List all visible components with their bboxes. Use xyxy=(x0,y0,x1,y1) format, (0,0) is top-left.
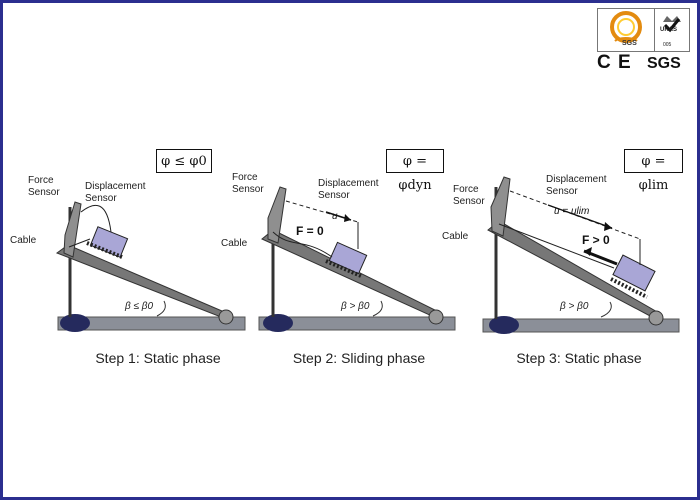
step-3-displacement-label-line1: Displacement xyxy=(546,174,607,185)
step-1-condition: φ ≤ φ0 xyxy=(161,154,207,169)
step-2-force-label-line1: Force xyxy=(232,172,258,183)
ce-mark: C E xyxy=(597,52,632,73)
step-1-base-plate xyxy=(57,316,246,331)
step-3-roller xyxy=(489,316,519,334)
step-2-displacement-label-line2: Sensor xyxy=(318,190,350,201)
step-1-condition-box: φ ≤ φ0 xyxy=(156,149,212,173)
step-2-force-label-line2: Sensor xyxy=(232,184,264,195)
step-3-pivot xyxy=(648,310,664,326)
step-1-displacement-wire xyxy=(80,204,112,233)
step-1-pivot xyxy=(218,309,234,325)
step-3-u-arrowhead xyxy=(604,222,612,231)
step-3-angle-arc xyxy=(600,301,612,318)
step-1-head xyxy=(63,201,82,258)
step-2-displacement-line xyxy=(285,200,359,223)
step-2-cable xyxy=(272,231,333,258)
step-1-displacement-label-line2: Sensor xyxy=(85,193,117,204)
step-3-displacement-value: u = ulim xyxy=(554,206,589,217)
step-2-displacement-label-line1: Displacement xyxy=(318,178,379,189)
step-3-block-base xyxy=(610,277,648,299)
crown-check-icon xyxy=(663,16,681,33)
step-1-angle-condition: β ≤ β0 xyxy=(124,301,153,312)
sgs-seal-icon xyxy=(610,11,642,43)
step-2-base-plate xyxy=(258,316,456,331)
step-2-displacement-value: u xyxy=(332,211,338,222)
step-1-phase: φ ≤ φ0 Force Sensor Displacement Sensor … xyxy=(10,149,271,366)
step-1-force-label-line1: Force xyxy=(28,175,54,186)
step-1-roller xyxy=(60,314,90,332)
step-2-title: Step 2: Sliding phase xyxy=(292,350,426,366)
step-2-angle-condition: β > β0 xyxy=(340,301,370,312)
step-2-diagram: Force Sensor Displacement Sensor Cable u… xyxy=(221,172,456,332)
step-3-condition: φ = φlim xyxy=(638,154,669,193)
ukas-text: UKAS xyxy=(660,27,678,33)
step-1-displacement-label-line1: Displacement xyxy=(85,181,146,192)
step-2-u-arrowhead xyxy=(344,214,351,222)
ukas-certificate-logo: UKAS 005 xyxy=(654,8,690,52)
step-2-sliding-block xyxy=(328,241,368,275)
step-3-base-plate xyxy=(482,318,680,333)
sgs-mark: SGS xyxy=(647,55,681,72)
step-3-force-label-line2: Sensor xyxy=(453,196,485,207)
step-2-angle-arc xyxy=(372,300,383,317)
step-3-u-arrow xyxy=(547,204,613,229)
step-1-diagram: Force Sensor Displacement Sensor Cable β… xyxy=(10,175,246,332)
step-3-force-value: F > 0 xyxy=(582,233,610,247)
step-3-cable xyxy=(498,223,615,269)
step-3-force-arrowhead xyxy=(584,247,592,256)
step-2-condition: φ = φdyn xyxy=(398,154,432,193)
step-1-angle-arc xyxy=(156,300,166,317)
step-2-condition-box: φ = φdyn xyxy=(386,149,444,193)
ukas-number: 005 xyxy=(663,42,672,48)
step-3-cable-label: Cable xyxy=(442,231,469,242)
step-2-roller xyxy=(263,314,293,332)
step-3-angle-condition: β > β0 xyxy=(559,301,589,312)
step-3-displacement-line xyxy=(509,190,641,240)
certification-marks: SGS UKAS 005 C E SGS xyxy=(597,8,690,73)
step-1-title: Step 1: Static phase xyxy=(95,350,221,366)
step-3-diagram: Force Sensor Displacement Sensor Cable u… xyxy=(442,174,680,334)
step-3-sliding-block xyxy=(612,254,656,292)
sgs-certificate-logo: SGS xyxy=(597,8,655,52)
step-3-displacement-label-line2: Sensor xyxy=(546,186,578,197)
step-1-cable xyxy=(68,238,91,248)
step-3-head xyxy=(490,176,511,237)
step-1-force-label-line2: Sensor xyxy=(28,187,60,198)
step-2-force-value: F = 0 xyxy=(296,224,324,238)
step-2-head xyxy=(267,186,287,244)
step-2-phase: φ = φdyn Force Sensor Displacement Senso… xyxy=(221,149,472,366)
step-3-phase: φ = φlim Force Sensor Displacement Senso… xyxy=(442,149,692,366)
step-3-title: Step 3: Static phase xyxy=(516,350,642,366)
sgs-logo-text: SGS xyxy=(622,40,637,47)
ce-sgs-row: C E SGS xyxy=(597,52,689,73)
step-3-condition-box: φ = φlim xyxy=(624,149,683,193)
step-1-cable-label: Cable xyxy=(10,235,37,246)
step-2-pivot xyxy=(428,309,444,325)
step-2-cable-label: Cable xyxy=(221,238,248,249)
step-3-force-label-line1: Force xyxy=(453,184,479,195)
